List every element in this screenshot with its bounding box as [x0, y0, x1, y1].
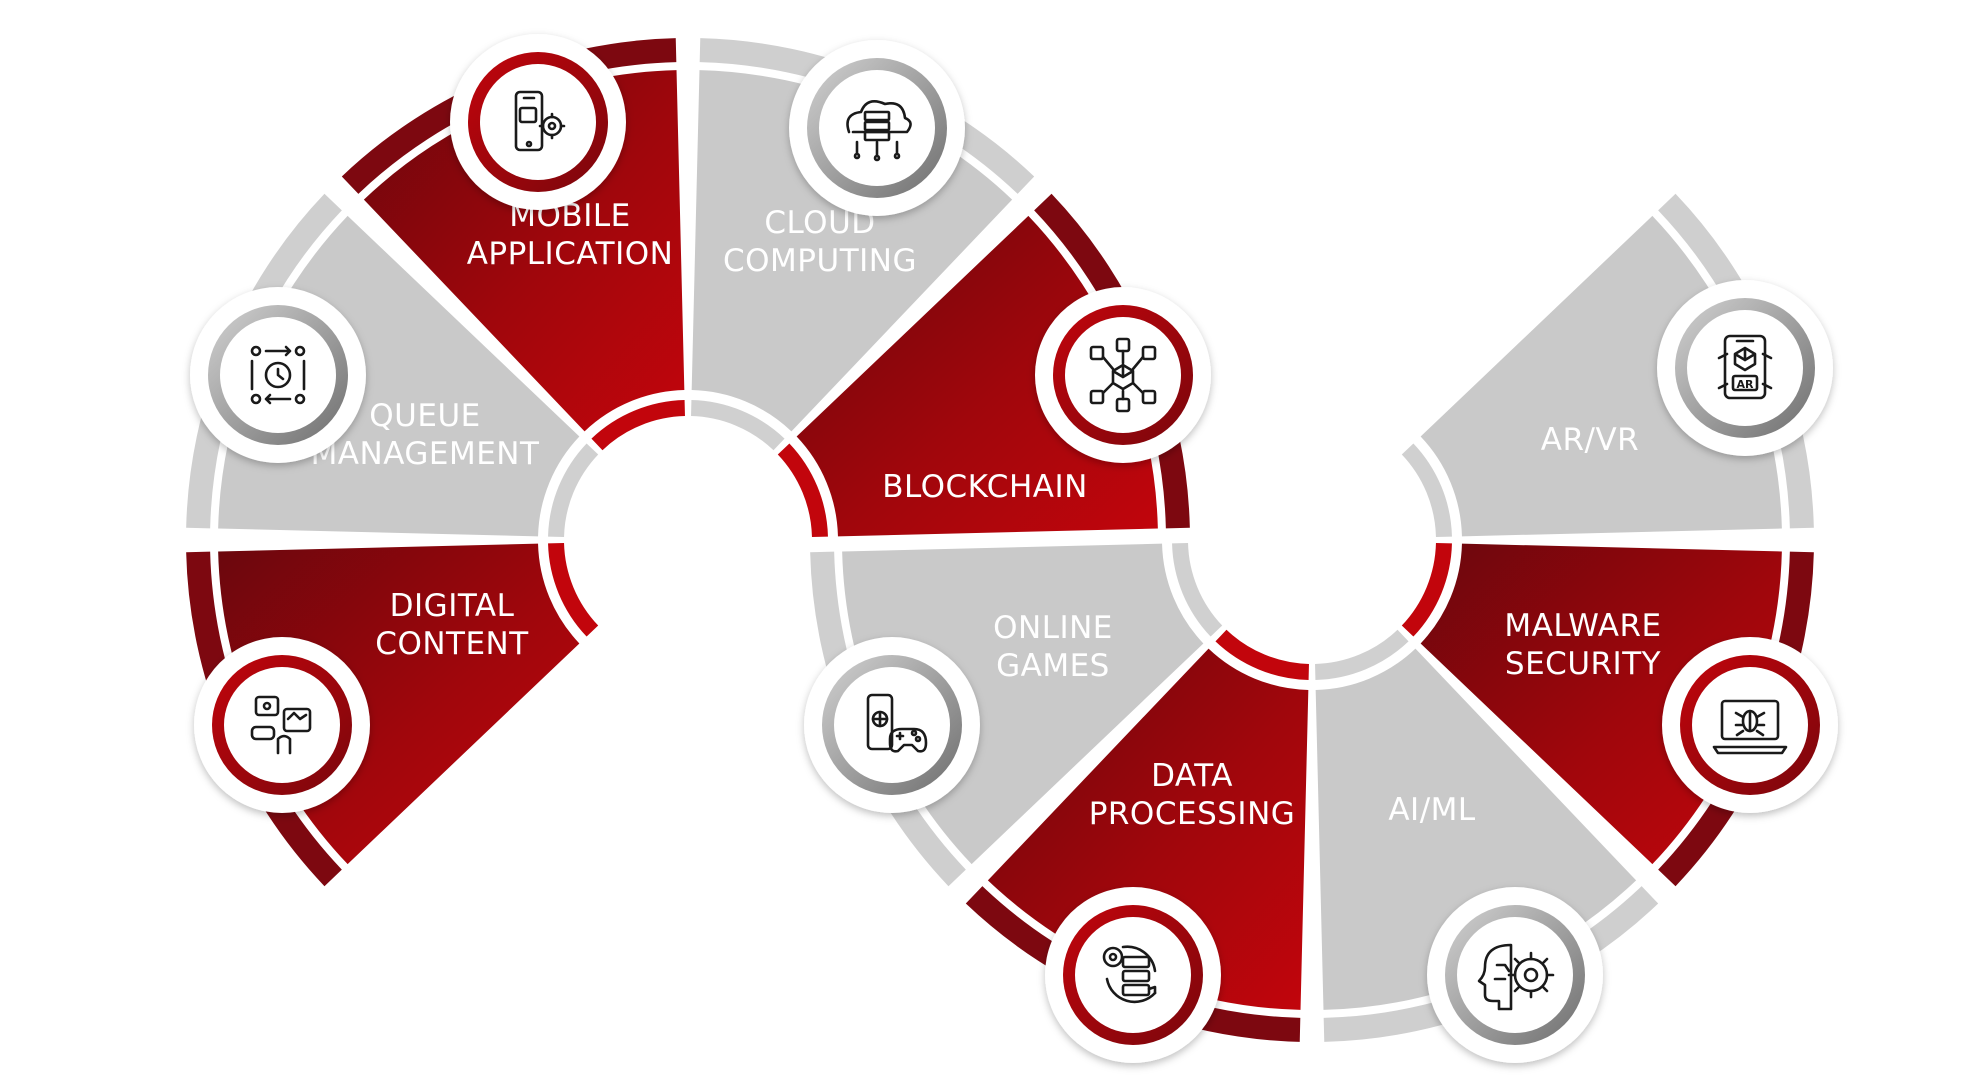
- label-line-online-games-1: GAMES: [996, 648, 1110, 684]
- segment-inner-band-malware-security: [1401, 543, 1452, 637]
- segment-inner-band-queue-management: [548, 443, 599, 537]
- segment-band-data-processing: [965, 886, 1301, 1042]
- badge-mobile-application: [450, 34, 626, 210]
- label-line-malware-security-0: MALWARE: [1504, 608, 1661, 644]
- badge-blockchain: [1035, 287, 1211, 463]
- icons-layer: AR: [190, 34, 1838, 1063]
- label-line-cloud-computing-1: COMPUTING: [723, 243, 917, 279]
- segment-band-digital-content: [186, 551, 342, 887]
- segment-inner-band-cloud-computing: [691, 400, 785, 451]
- label-line-digital-content-1: CONTENT: [375, 626, 529, 662]
- segment-inner-band-data-processing: [1215, 629, 1309, 680]
- segment-inner-band-ar-vr: [1401, 443, 1452, 537]
- segment-band-mobile-application: [341, 38, 677, 194]
- segment-inner-band-mobile-application: [591, 400, 685, 451]
- label-line-data-processing-1: PROCESSING: [1089, 796, 1296, 832]
- cloud-server-icon: [846, 100, 912, 162]
- gamepad-phone-icon: [866, 693, 928, 753]
- brain-gear-icon: [1477, 943, 1555, 1011]
- badge-digital-content: [194, 637, 370, 813]
- laptop-bug-icon: [1712, 699, 1788, 755]
- badge-malware-security: [1662, 637, 1838, 813]
- phone-ar-icon: AR: [1717, 334, 1773, 400]
- label-blockchain: BLOCKCHAIN: [882, 469, 1088, 505]
- badge-queue-management: [190, 287, 366, 463]
- label-line-blockchain-0: BLOCKCHAIN: [882, 469, 1088, 505]
- segment-inner-band-online-games: [1172, 543, 1223, 637]
- label-line-digital-content-0: DIGITAL: [390, 588, 515, 624]
- label-line-online-games-0: ONLINE: [993, 610, 1113, 646]
- segment-inner-band-digital-content: [548, 543, 599, 637]
- label-line-data-processing-0: DATA: [1151, 758, 1233, 794]
- label-line-ar-vr-0: AR/VR: [1541, 422, 1639, 458]
- segment-ar-vr: [1420, 215, 1782, 537]
- segment-band-malware-security: [1658, 551, 1814, 887]
- badge-inner-cloud-computing: [819, 70, 935, 186]
- label-line-mobile-application-1: APPLICATION: [467, 236, 674, 272]
- label-line-queue-management-0: QUEUE: [369, 398, 480, 434]
- badge-inner-digital-content: [224, 667, 340, 783]
- badge-inner-ar-vr: [1687, 310, 1803, 426]
- label-ai-ml: AI/ML: [1388, 792, 1476, 828]
- blockchain-cube-icon: [1089, 337, 1157, 413]
- segment-band-ar-vr: [1658, 193, 1814, 529]
- segment-blockchain: [796, 215, 1158, 537]
- label-line-malware-security-1: SECURITY: [1505, 646, 1661, 682]
- label-ar-vr: AR/VR: [1541, 422, 1639, 458]
- segment-band-blockchain: [1034, 193, 1190, 529]
- segment-inner-band-ai-ml: [1315, 629, 1409, 680]
- badge-ar-vr: AR: [1657, 280, 1833, 456]
- badge-inner-mobile-application: [480, 64, 596, 180]
- badge-online-games: [804, 637, 980, 813]
- mobile-gear-icon: [514, 90, 566, 152]
- segment-inner-band-blockchain: [777, 443, 828, 537]
- segment-band-cloud-computing: [699, 38, 1035, 194]
- badge-ai-ml: [1427, 887, 1603, 1063]
- badge-data-processing: [1045, 887, 1221, 1063]
- chat-image-icon: [250, 695, 312, 755]
- queue-clock-icon: [250, 345, 306, 405]
- segment-band-ai-ml: [1323, 886, 1659, 1042]
- ar-badge-text: AR: [1737, 378, 1755, 391]
- segments-layer: [186, 38, 1814, 1042]
- badge-inner-data-processing: [1075, 917, 1191, 1033]
- label-line-queue-management-1: MANAGEMENT: [311, 436, 540, 472]
- badge-cloud-computing: [789, 40, 965, 216]
- database-gear-icon: [1102, 945, 1157, 1004]
- label-line-ai-ml-0: AI/ML: [1388, 792, 1476, 828]
- segment-band-online-games: [810, 551, 966, 887]
- segment-band-queue-management: [186, 193, 342, 529]
